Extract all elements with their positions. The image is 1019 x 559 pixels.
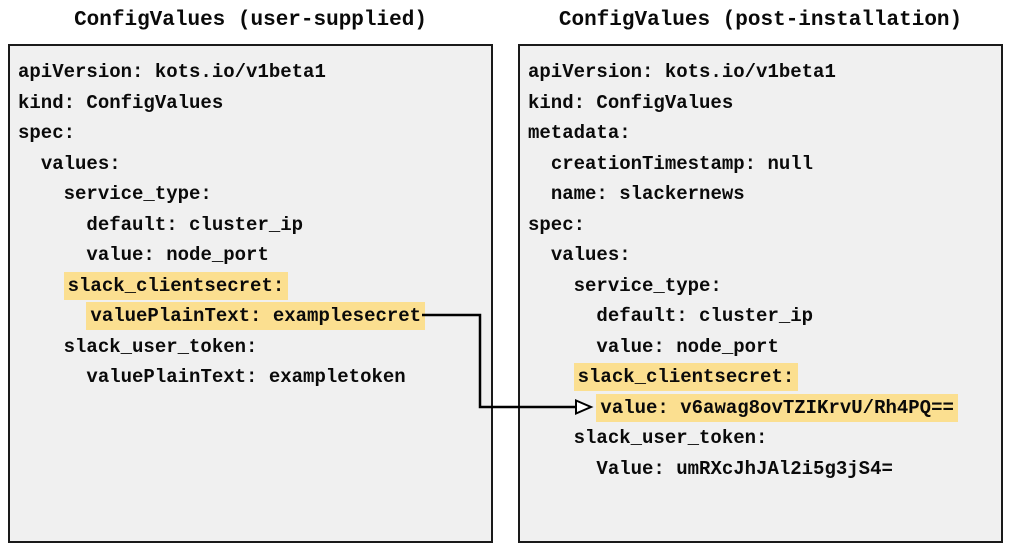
yaml-line: name: slackernews [528, 179, 993, 210]
yaml-line-text: value: node_port [86, 244, 269, 266]
right-panel-title: ConfigValues (post-installation) [558, 9, 963, 32]
yaml-line-text: valuePlainText: exampletoken [86, 366, 406, 388]
yaml-line-text: spec: [18, 122, 76, 144]
yaml-code-block-left: apiVersion: kots.io/v1beta1 kind: ConfigV… [18, 57, 483, 393]
yaml-line-text: slack_user_token: [63, 335, 258, 358]
yaml-code-block-right: apiVersion: kots.io/v1beta1 kind: ConfigV… [528, 57, 993, 484]
yaml-line-text: metadata: [528, 122, 631, 144]
yaml-line-text: values: [550, 244, 631, 266]
yaml-line: value: v6awag8ovTZIKrvU/Rh4PQ== [528, 393, 993, 424]
yaml-line: values: [18, 149, 483, 180]
yaml-line: metadata: [528, 118, 993, 149]
yaml-line: default: cluster_ip [18, 210, 483, 241]
yaml-line-text: service_type: [63, 183, 212, 205]
yaml-line-text: default: cluster_ip [86, 213, 304, 236]
yaml-line-text: slack_user_token: [573, 427, 768, 449]
yaml-line-text: apiVersion: kots.io/v1beta1 [528, 61, 836, 83]
yaml-line-text: creationTimestamp: null [550, 152, 814, 175]
yaml-line: spec: [18, 118, 483, 149]
yaml-line: values: [528, 240, 993, 271]
yaml-line: kind: ConfigValues [18, 88, 483, 119]
yaml-line: service_type: [528, 271, 993, 302]
yaml-line-text: apiVersion: kots.io/v1beta1 [18, 61, 326, 83]
yaml-line-text: kind: ConfigValues [528, 91, 734, 114]
yaml-line-text: default: cluster_ip [596, 305, 814, 327]
yaml-line: slack_user_token: [18, 332, 483, 363]
user-supplied-configvalues-panel: apiVersion: kots.io/v1beta1 kind: ConfigV… [8, 44, 493, 543]
yaml-line: service_type: [18, 179, 483, 210]
yaml-line: spec: [528, 210, 993, 241]
yaml-line: valuePlainText: exampletoken [18, 362, 483, 393]
yaml-line: default: cluster_ip [528, 301, 993, 332]
yaml-line-text: kind: ConfigValues [18, 91, 224, 114]
yaml-line-text-highlighted: value: v6awag8ovTZIKrvU/Rh4PQ== [596, 393, 958, 422]
yaml-line: slack_user_token: [528, 423, 993, 454]
left-panel-title: ConfigValues (user-supplied) [74, 9, 427, 32]
yaml-line-text: value: node_port [596, 335, 779, 358]
yaml-line-text: values: [40, 152, 121, 175]
yaml-line-text-highlighted: slack_clientsecret: [573, 363, 799, 391]
yaml-line-text: name: slackernews [550, 183, 745, 205]
yaml-line: apiVersion: kots.io/v1beta1 [528, 57, 993, 88]
yaml-line: creationTimestamp: null [528, 149, 993, 180]
yaml-line: kind: ConfigValues [528, 88, 993, 119]
yaml-line: value: node_port [528, 332, 993, 363]
yaml-line-text-highlighted: valuePlainText: examplesecret [86, 302, 426, 330]
yaml-line: apiVersion: kots.io/v1beta1 [18, 57, 483, 88]
yaml-line-text-highlighted: slack_clientsecret: [63, 271, 289, 300]
yaml-line-text: service_type: [573, 274, 722, 297]
yaml-line: value: node_port [18, 240, 483, 271]
yaml-line-text: Value: umRXcJhJAl2i5g3jS4= [596, 457, 893, 480]
yaml-line-text: spec: [528, 213, 586, 236]
yaml-line: slack_clientsecret: [528, 362, 993, 393]
yaml-line: slack_clientsecret: [18, 271, 483, 302]
yaml-line: valuePlainText: examplesecret [18, 301, 483, 332]
yaml-line: Value: umRXcJhJAl2i5g3jS4= [528, 454, 993, 485]
post-installation-configvalues-panel: apiVersion: kots.io/v1beta1 kind: ConfigV… [518, 44, 1003, 543]
